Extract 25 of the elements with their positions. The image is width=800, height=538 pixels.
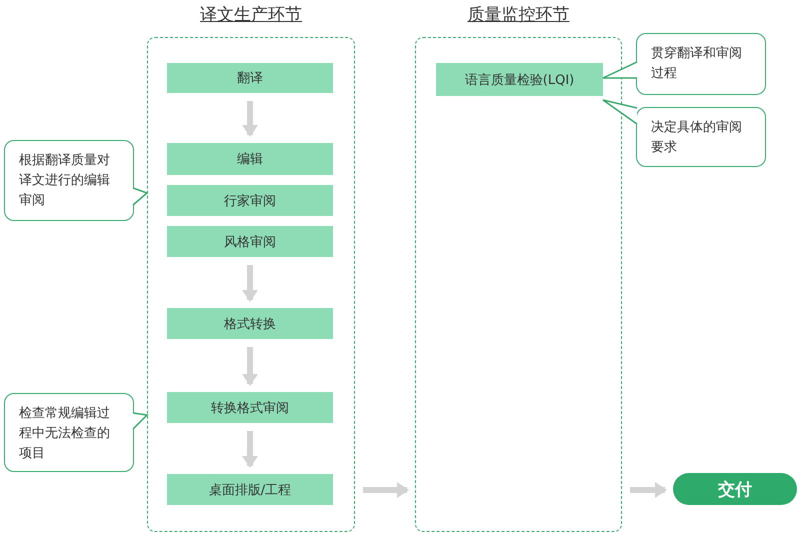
speech-bubble: 根据翻译质量对译文进行的编辑审阅 [4,140,134,221]
bubble-tail [132,187,148,206]
process-box: 行家审阅 [167,185,333,216]
speech-bubble: 贯穿翻译和审阅过程 [636,33,766,95]
process-box: 转换格式审阅 [167,392,333,423]
process-box: 风格审阅 [167,226,333,257]
process-box: 桌面排版/工程 [167,474,333,505]
process-box: 翻译 [167,63,333,93]
bubble-tail [602,61,638,79]
process-box: 语言质量检验(LQI) [436,63,603,96]
arrow [242,101,258,137]
arrow [630,482,667,498]
speech-bubble: 检查常规编辑过程中无法检查的项目 [4,393,134,472]
arrow [242,347,258,386]
arrow [363,482,409,498]
process-box: 格式转换 [167,308,333,339]
section-heading: 译文生产环节 [200,4,302,26]
section-heading: 质量监控环节 [468,4,570,26]
arrow [242,265,258,302]
process-box: 编辑 [167,143,333,175]
bubble-tail [602,99,638,125]
arrow [242,431,258,468]
delivery-button: 交付 [673,473,797,505]
speech-bubble: 决定具体的审阅要求 [636,107,766,167]
bubble-tail [132,412,149,430]
